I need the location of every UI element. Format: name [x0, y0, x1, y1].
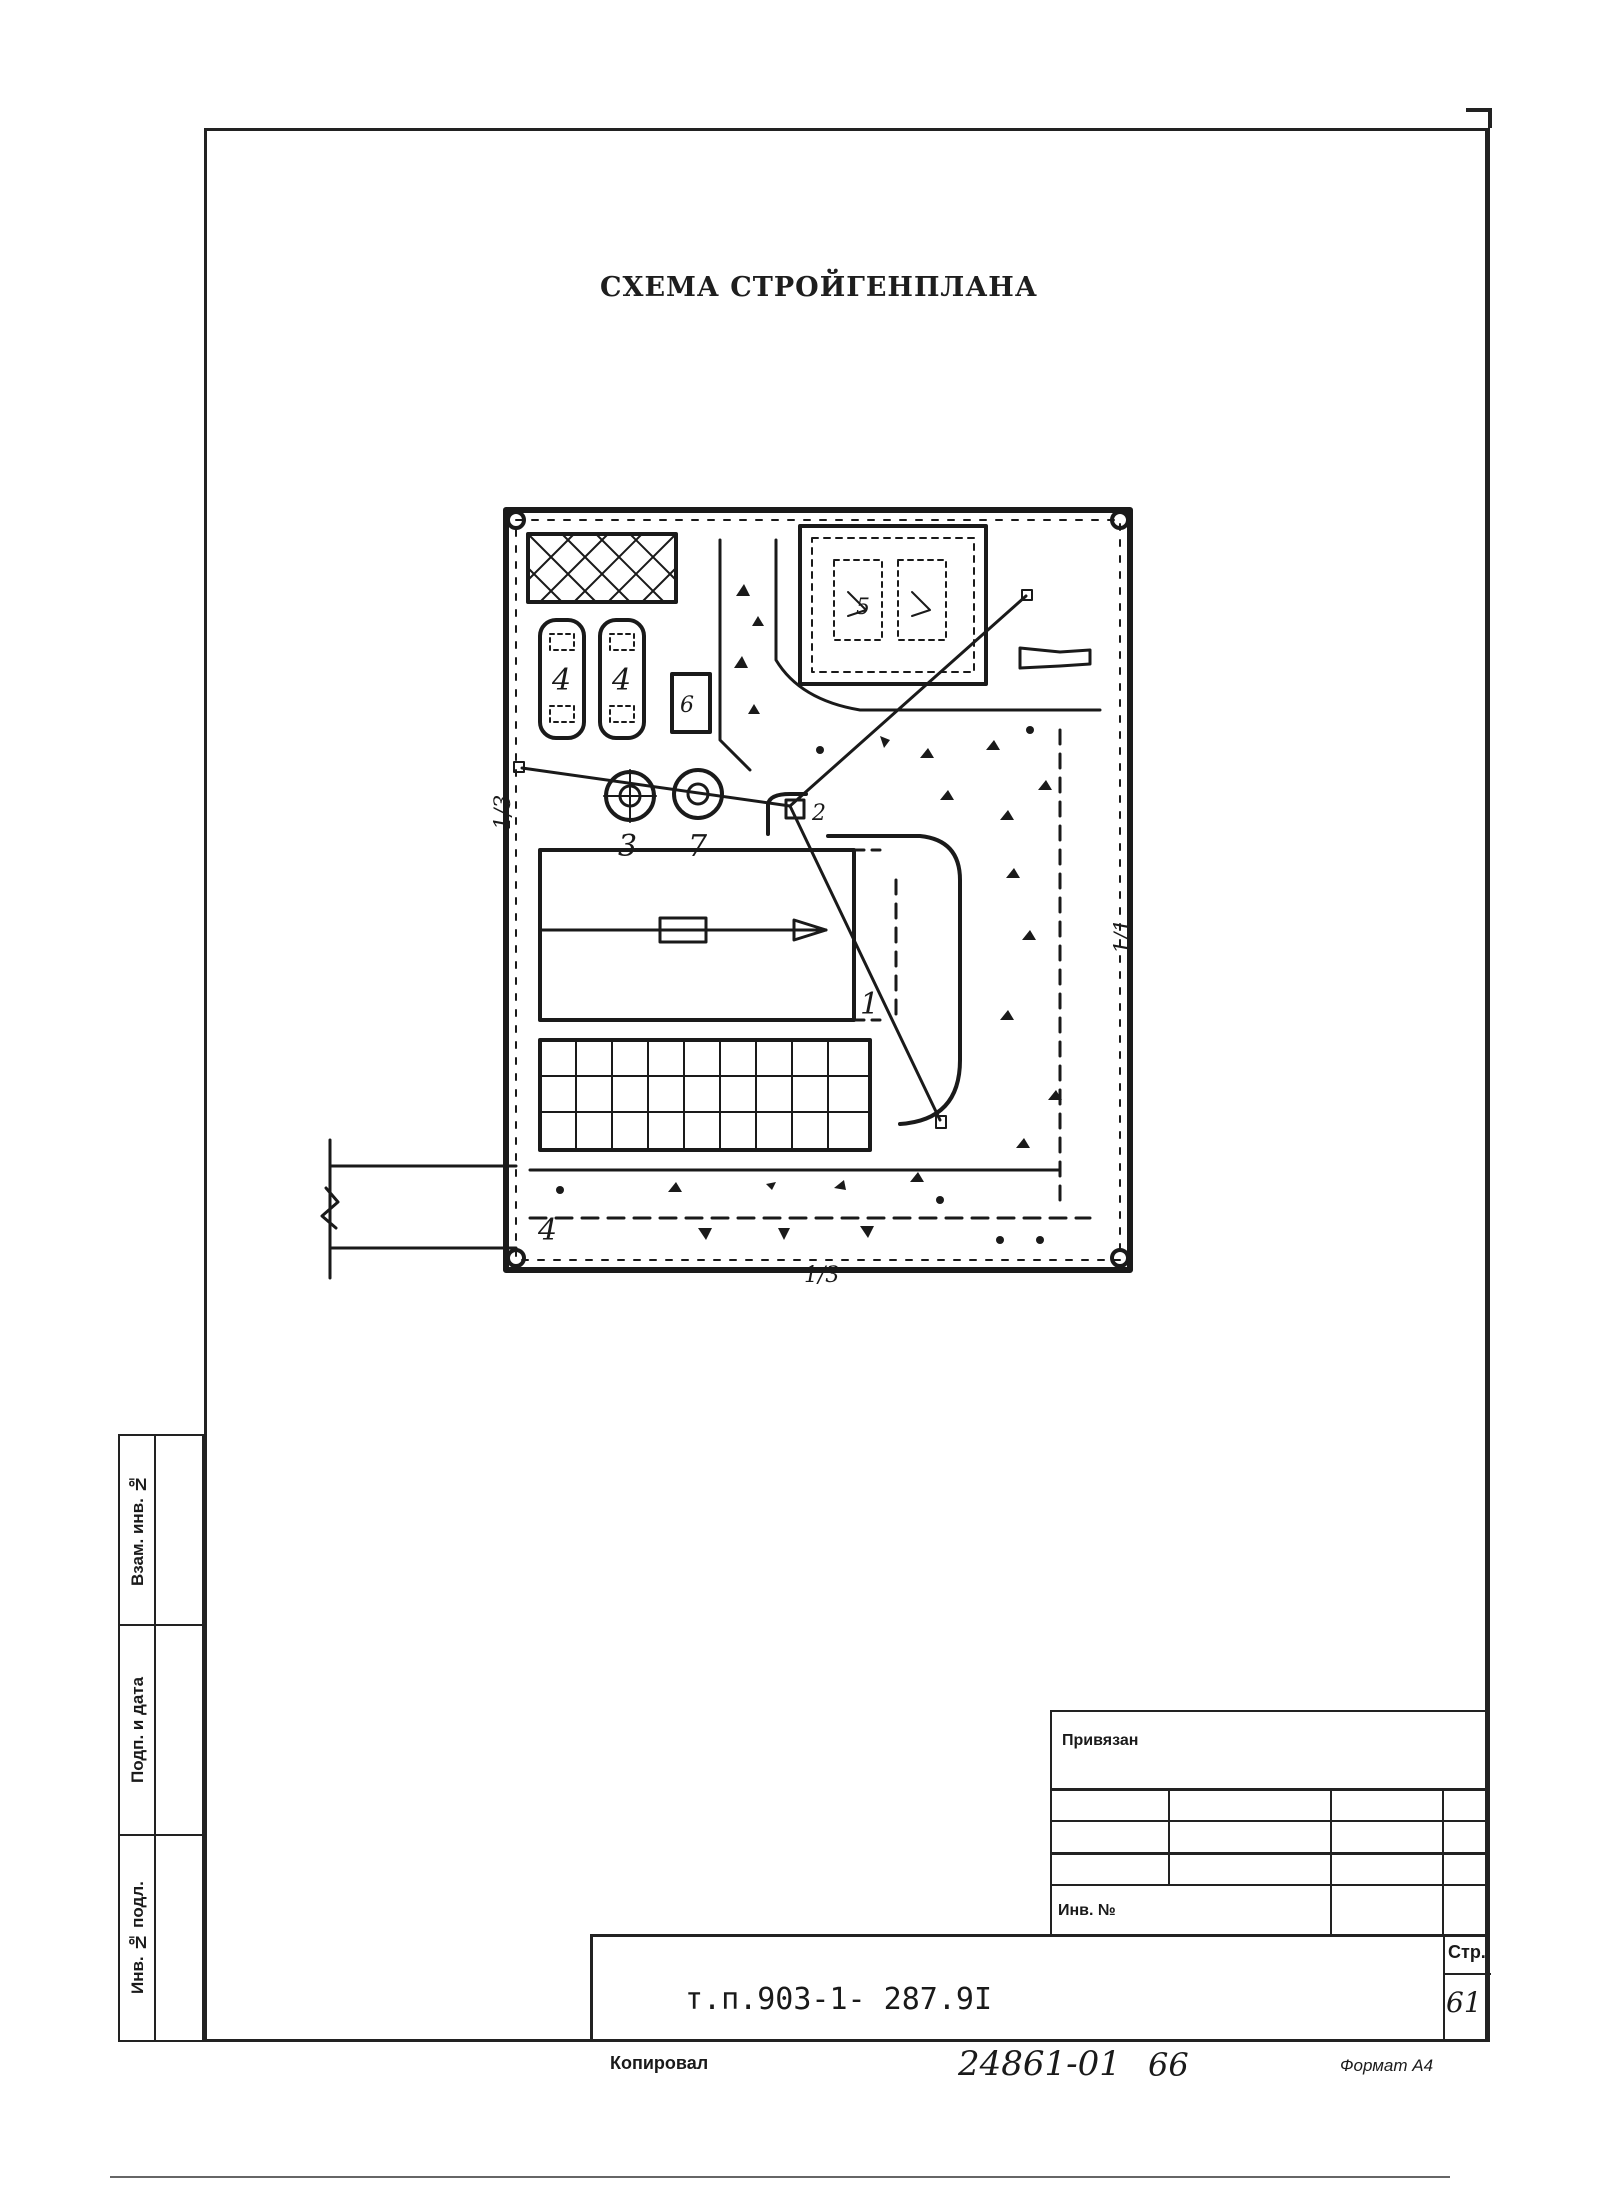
site-plan: 1 2 3 4 4 4 5 6 7 1/3 1/1 1/3 — [320, 507, 1136, 1288]
material-yard-grid — [539, 1039, 871, 1151]
crane-boom — [788, 804, 942, 1122]
site-boundary — [503, 507, 1133, 1273]
plan-label-2: 2 — [811, 801, 826, 826]
building-6 — [670, 672, 712, 734]
side-stamp-replacement-label: Взам. инв. № — [128, 1474, 147, 1586]
title-block-stamp: Привязан Инв. № — [1050, 1710, 1490, 1934]
dimension-right: 1/1 — [1111, 919, 1136, 954]
title-block-main — [590, 1934, 1491, 2042]
crane-boom — [520, 766, 792, 808]
plan-label-7: 7 — [688, 829, 708, 864]
corner-post — [1110, 1248, 1130, 1268]
plan-label-4: 4 — [551, 663, 571, 698]
side-stamp-cell: Подп. и дата — [120, 1626, 204, 1836]
format-label: Формат А4 — [1340, 2056, 1434, 2075]
scan-edge-line — [110, 2176, 1450, 2178]
storage-hatch — [527, 533, 677, 603]
corner-post — [506, 1248, 526, 1268]
material-yard — [538, 1038, 872, 1152]
side-stamp: Взам. инв. № Подп. и дата Инв. № подл. — [118, 1434, 204, 2042]
plan-label-4: 4 — [537, 1213, 557, 1248]
sheet-number: 66 — [1148, 2046, 1189, 2084]
side-stamp-cell: Инв. № подл. — [120, 1836, 204, 2040]
document-code: т.п.903-1- 287.9I — [685, 1982, 993, 2017]
plan-label-1: 1 — [860, 987, 879, 1022]
building-under-construction — [538, 848, 856, 1022]
page-number: 61 — [1446, 1986, 1482, 2019]
building-top — [798, 524, 988, 686]
plan-label-3: 3 — [618, 829, 637, 864]
corner-mark — [1466, 108, 1492, 128]
plan-label-6: 6 — [680, 693, 694, 718]
inventory-label: Инв. № — [1058, 1902, 1116, 1919]
shed — [538, 618, 586, 740]
side-stamp-signature-label: Подп. и дата — [128, 1676, 147, 1784]
page-title: СХЕМА СТРОЙГЕНПЛАНА — [600, 272, 1038, 303]
crane-boom — [788, 594, 1028, 808]
corner-post — [506, 510, 526, 530]
hoist-2 — [766, 792, 808, 836]
page-label: Стр. — [1448, 1942, 1486, 1962]
plan-label-4: 4 — [611, 663, 631, 698]
copied-label: Копировал — [610, 2053, 709, 2073]
dimension-left: 1/3 — [491, 795, 516, 830]
shed — [598, 618, 646, 740]
mortar-unit-7 — [672, 768, 724, 820]
stamp-title: Привязан — [1062, 1732, 1139, 1749]
corner-post — [1110, 510, 1130, 530]
drawing-frame — [204, 128, 1490, 2042]
plan-label-5: 5 — [856, 595, 870, 620]
gravel-marks — [556, 584, 1062, 1244]
order-number: 24861-01 — [958, 2044, 1121, 2084]
dimension-bottom: 1/3 — [804, 1263, 839, 1288]
vehicle — [1018, 646, 1092, 670]
side-stamp-inventory-label: Инв. № подл. — [128, 1881, 147, 1995]
side-stamp-cell: Взам. инв. № — [120, 1436, 204, 1626]
